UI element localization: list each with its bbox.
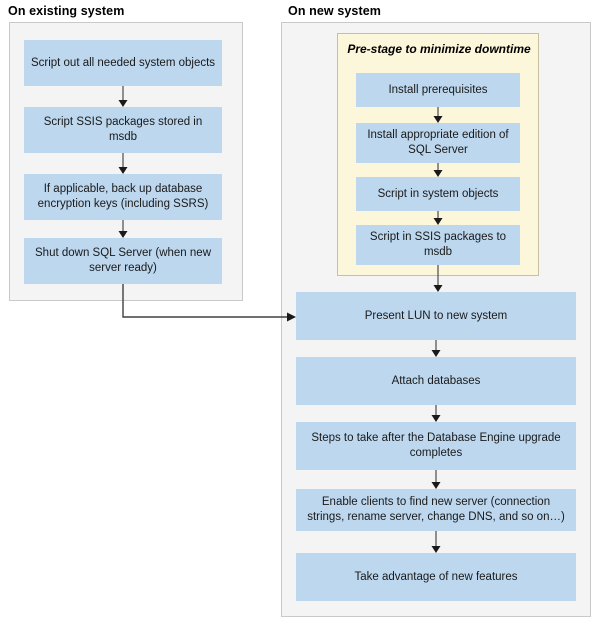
- prestage-title: Pre-stage to minimize downtime: [347, 42, 531, 56]
- step-box-shut-down-sql-server[interactable]: Shut down SQL Server (when new server re…: [24, 238, 222, 284]
- step-box-install-prerequisites[interactable]: Install prerequisites: [356, 73, 520, 107]
- step-box-backup-encryption-keys[interactable]: If applicable, back up database encrypti…: [24, 174, 222, 220]
- step-box-enable-clients[interactable]: Enable clients to find new server (conne…: [296, 489, 576, 531]
- step-box-install-sql-server-edition[interactable]: Install appropriate edition of SQL Serve…: [356, 123, 520, 163]
- step-box-script-objects[interactable]: Script out all needed system objects: [24, 40, 222, 86]
- step-box-take-advantage-new-features[interactable]: Take advantage of new features: [296, 553, 576, 601]
- step-box-script-in-system-objects[interactable]: Script in system objects: [356, 177, 520, 211]
- step-box-present-lun[interactable]: Present LUN to new system: [296, 292, 576, 340]
- group-title-existing-system: On existing system: [8, 4, 125, 18]
- step-box-post-upgrade-steps[interactable]: Steps to take after the Database Engine …: [296, 422, 576, 470]
- step-box-script-in-ssis-packages[interactable]: Script in SSIS packages to msdb: [356, 225, 520, 265]
- step-box-script-ssis-packages[interactable]: Script SSIS packages stored in msdb: [24, 107, 222, 153]
- step-box-attach-databases[interactable]: Attach databases: [296, 357, 576, 405]
- group-title-new-system: On new system: [288, 4, 381, 18]
